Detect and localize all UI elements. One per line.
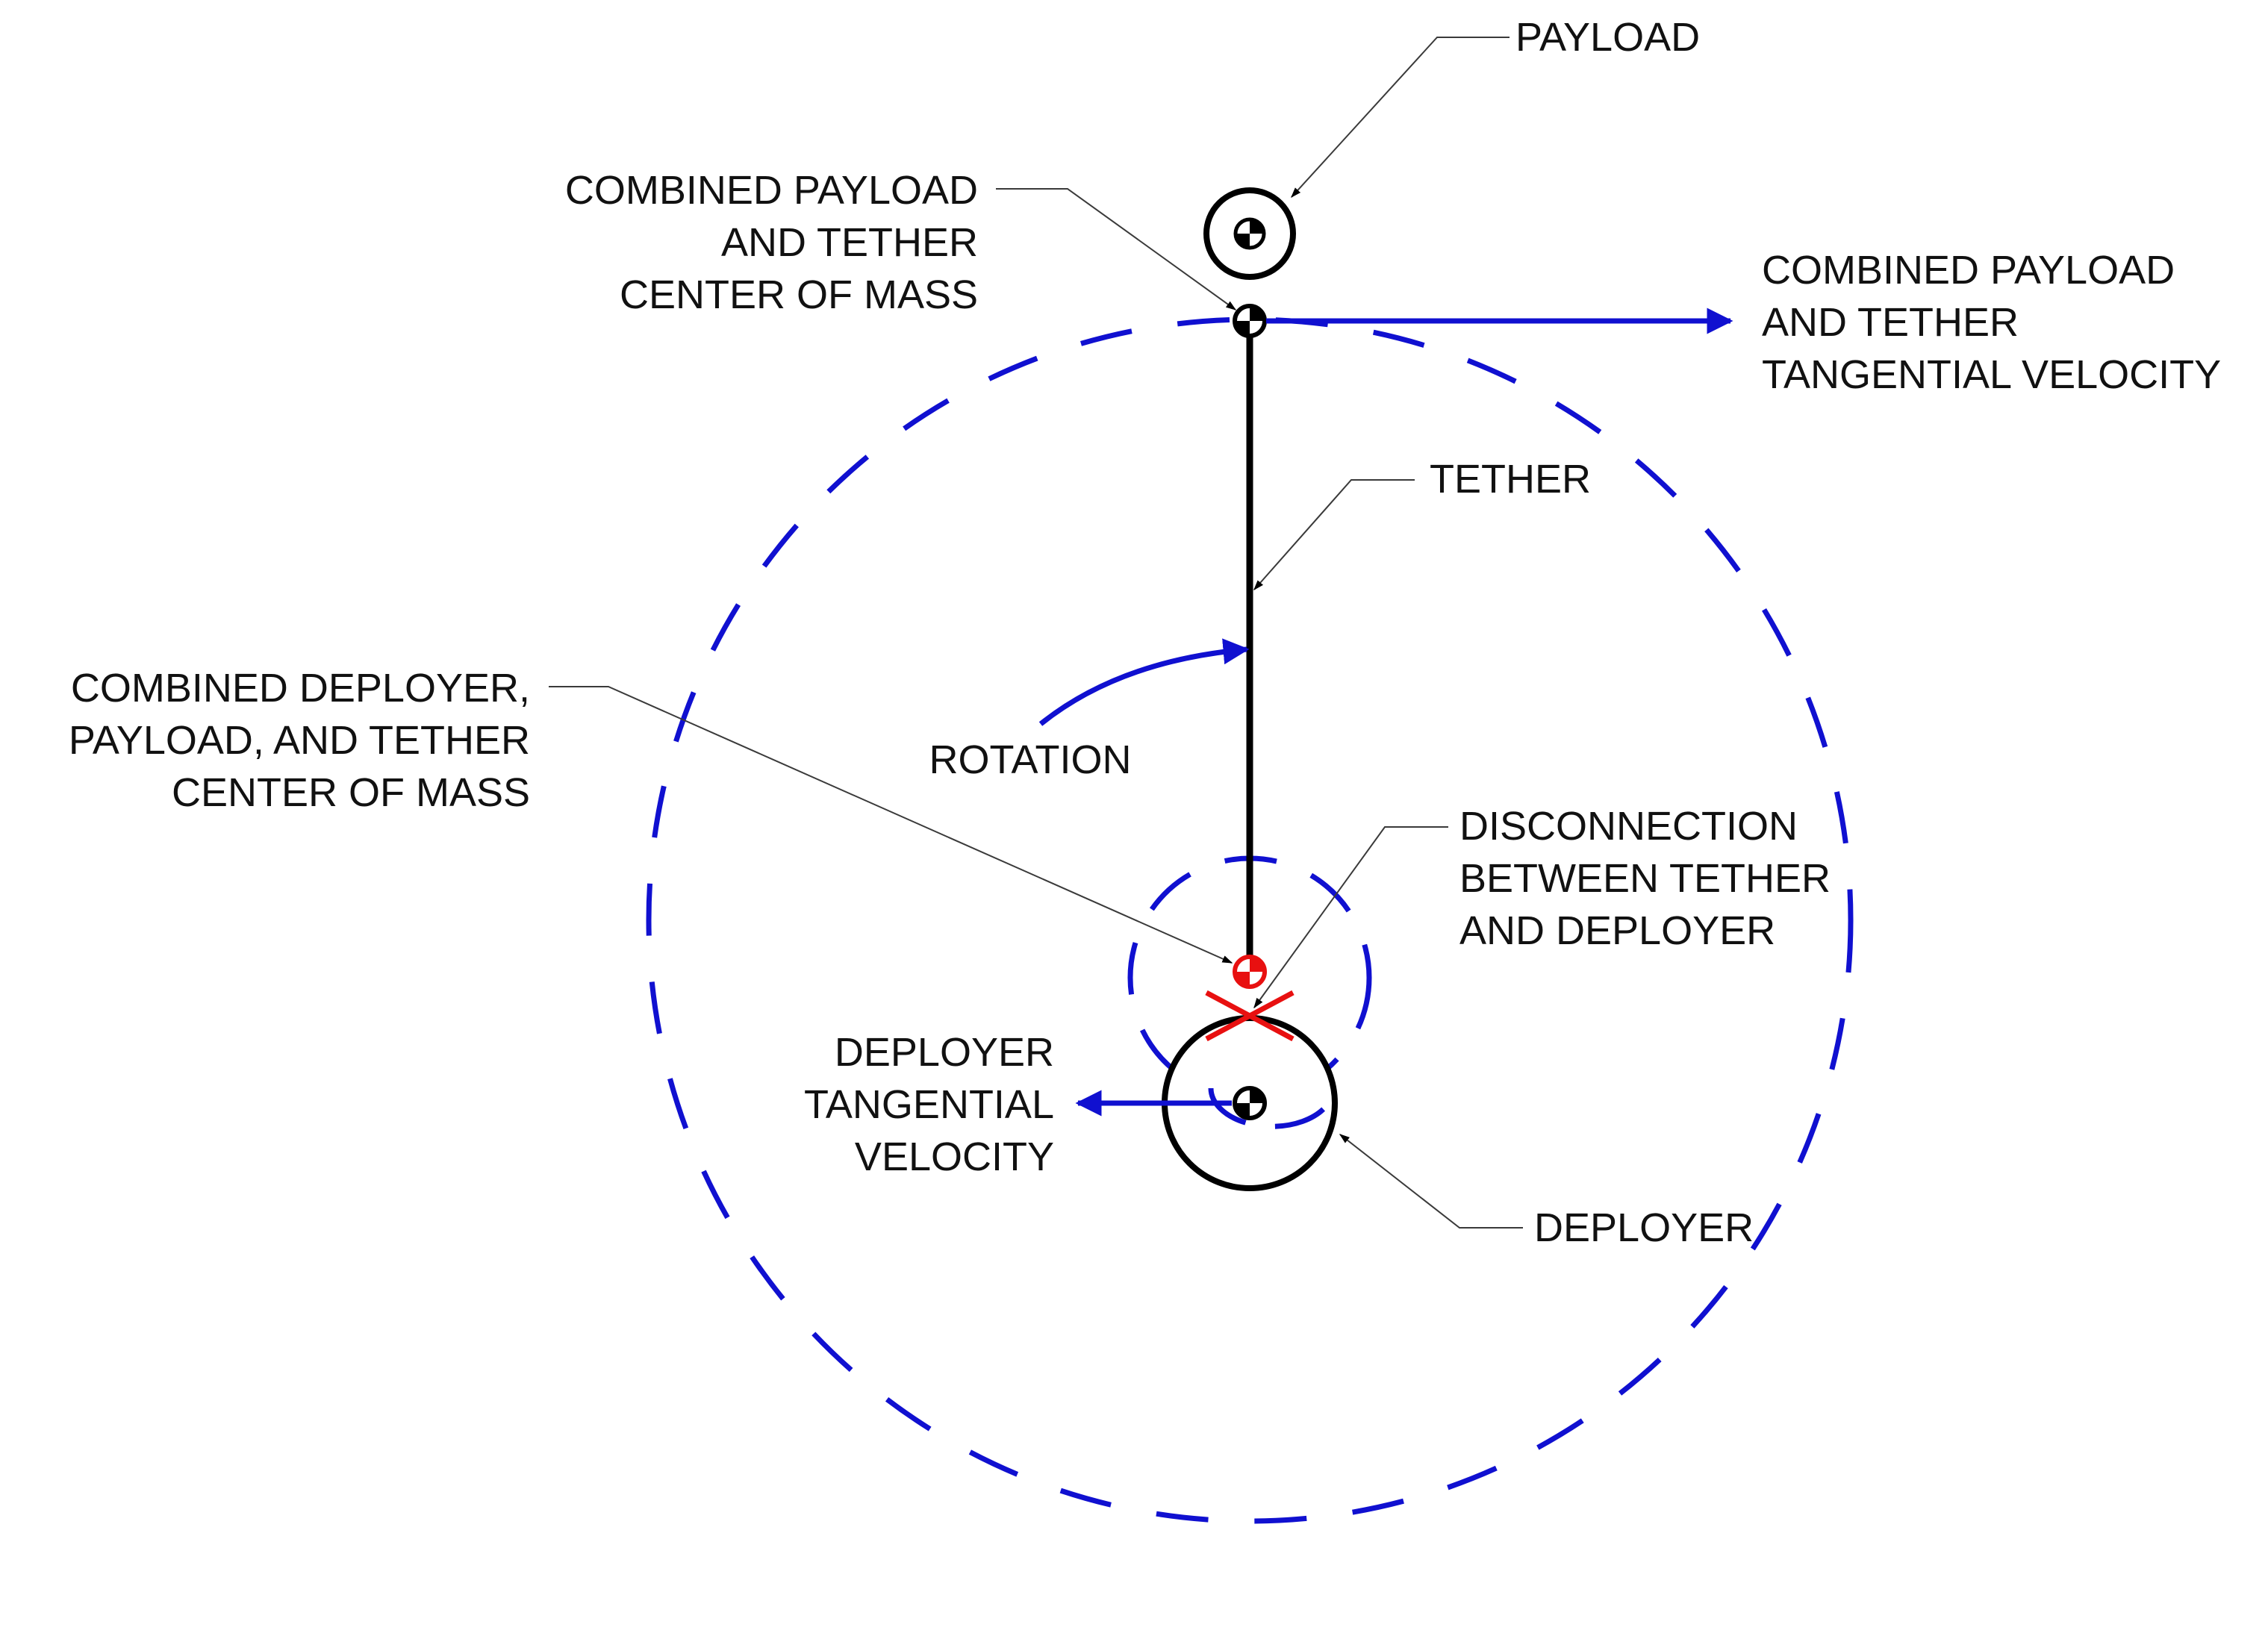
combined-payload-tether-com-icon [1233,304,1267,338]
deployer-center-of-mass-icon [1233,1086,1267,1120]
payload-label: PAYLOAD [1515,15,1700,60]
combined-payload-tether-velocity-label: COMBINED PAYLOAD AND TETHER TANGENTIAL V… [1762,248,2221,397]
tether-leader [1253,479,1415,591]
svg-text:COMBINED PAYLOAD: COMBINED PAYLOAD [1762,248,2175,293]
rotation-arrow [1038,638,1250,726]
disconnection-leader [1253,826,1448,1009]
combined-payload-com-leader [996,188,1237,310]
svg-text:COMBINED DEPLOYER,: COMBINED DEPLOYER, [71,666,530,711]
svg-text:AND TETHER: AND TETHER [1762,300,2019,345]
svg-text:DEPLOYER: DEPLOYER [835,1030,1054,1075]
combined-payload-tether-com-label: COMBINED PAYLOAD AND TETHER CENTER OF MA… [565,168,978,317]
disconnection-x-mark [1205,990,1295,1042]
rotation-label: ROTATION [929,737,1132,782]
svg-text:PAYLOAD, AND TETHER: PAYLOAD, AND TETHER [69,718,530,763]
svg-text:BETWEEN TETHER: BETWEEN TETHER [1459,856,1831,901]
payload-center-of-mass-icon [1233,217,1266,250]
svg-text:CENTER OF MASS: CENTER OF MASS [620,272,978,317]
deployer-velocity-label: DEPLOYER TANGENTIAL VELOCITY [804,1030,1054,1179]
combined-system-com-icon [1233,955,1267,989]
svg-text:VELOCITY: VELOCITY [855,1134,1054,1179]
svg-text:DISCONNECTION: DISCONNECTION [1459,804,1798,849]
deployer-label: DEPLOYER [1534,1205,1754,1250]
svg-text:COMBINED PAYLOAD: COMBINED PAYLOAD [565,168,978,213]
payload-orbit-circle [646,316,1854,1524]
payload-leader [1291,37,1510,199]
svg-text:TANGENTIAL VELOCITY: TANGENTIAL VELOCITY [1762,352,2221,397]
deployer-leader [1339,1134,1523,1229]
svg-text:AND TETHER: AND TETHER [721,220,978,265]
svg-text:CENTER OF MASS: CENTER OF MASS [172,770,530,815]
svg-text:AND DEPLOYER: AND DEPLOYER [1459,908,1775,953]
disconnection-label: DISCONNECTION BETWEEN TETHER AND DEPLOYE… [1459,804,1831,953]
combined-system-com-leader [549,686,1233,964]
combined-system-com-label: COMBINED DEPLOYER, PAYLOAD, AND TETHER C… [69,666,530,815]
svg-text:TANGENTIAL: TANGENTIAL [804,1082,1054,1127]
tether-label: TETHER [1430,457,1591,502]
